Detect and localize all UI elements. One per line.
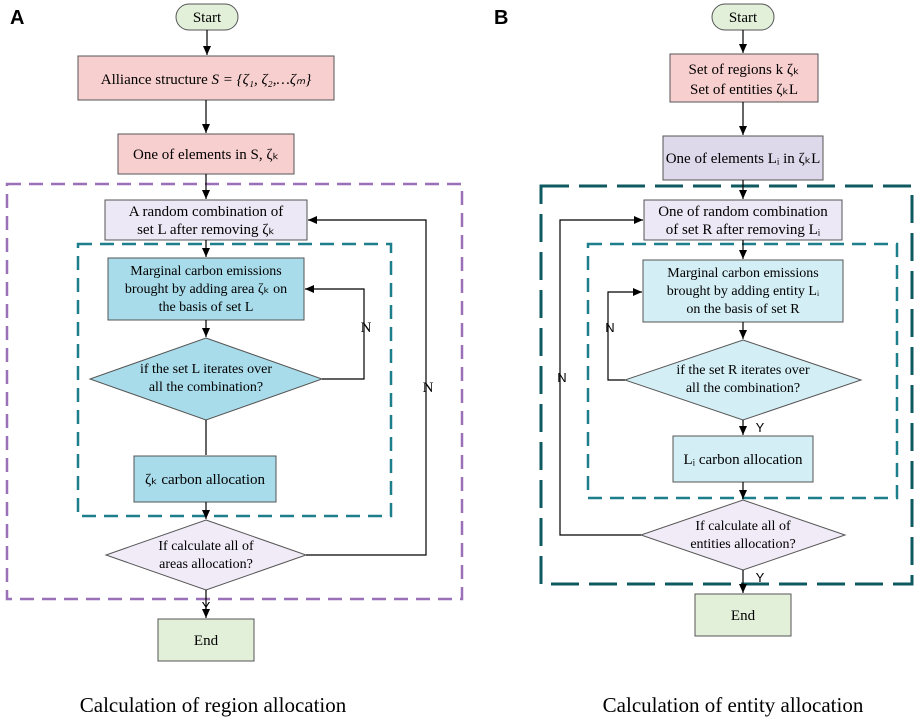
panel-b-outer-loop-frame (539, 184, 914, 586)
panel-b-end-node (694, 593, 792, 637)
panel-b-calc-line2: entities allocation? (690, 537, 795, 552)
panel-a-edge-outer-loop (306, 216, 427, 556)
panel-b-allocation-label: Lᵢ carbon allocation (683, 452, 803, 468)
panel-a-random-line1: A random combination of (129, 204, 284, 220)
panel-a-outer-loop-frame (5, 182, 464, 601)
panel-a-marginal-line1: Marginal carbon emissions (130, 264, 281, 279)
panel-a-marginal-line3: the basis of set L (159, 300, 254, 315)
panel-b-one-element-node (662, 135, 824, 181)
panel-b-y2-label: Y (756, 570, 765, 585)
panel-a-letter: A (10, 7, 24, 29)
panel-b-edge-outer-loop (559, 216, 643, 536)
panel-a-allocation-node (133, 455, 277, 503)
panel-b-entities-label: Set of entities ζₖL (690, 82, 798, 98)
panel-a-iterate-line2: all the combination? (149, 380, 263, 395)
panel-b-one-element-label: One of elements Lᵢ in ζₖL (666, 151, 821, 167)
panel-b-iterate-decision (623, 339, 863, 421)
panel-a-caption: Calculation of region allocation (80, 693, 347, 717)
panel-a-calc-line2: areas allocation? (159, 557, 253, 572)
panel-a-allocation-label: ζₖ carbon allocation (145, 472, 266, 488)
panel-a-alliance-node (77, 55, 335, 101)
panel-a-start-label: Start (193, 10, 222, 26)
panel-a-edge-inner-loop (305, 285, 365, 380)
panel-b-inner-n-label: N (605, 320, 614, 335)
panel-a-iterate-line1: if the set L iterates over (140, 362, 272, 377)
panel-a-one-element-label: One of elements in S, ζₖ (133, 147, 279, 163)
panel-b-end-label: End (731, 608, 756, 624)
panel-a-outer-n-label: N (423, 380, 434, 396)
panel-b-calc-line1: If calculate all of (695, 519, 791, 534)
panel-a-calc-line1: If calculate all of (158, 539, 254, 554)
panel-a-inner-loop-frame (76, 242, 393, 518)
panel-b-allocation-node (672, 435, 814, 483)
panel-b-edge-inner-loop (607, 288, 642, 381)
panel-a-alliance-label: Alliance structure S = {ζ₁, ζ₂,…ζₘ} (101, 72, 312, 88)
panel-a-iterate-decision (88, 337, 324, 421)
panel-b-marginal-node (642, 259, 844, 323)
panel-a-one-element-node (117, 133, 295, 175)
panel-b-marginal-line2: brought by adding entity Lᵢ (667, 284, 820, 299)
panel-b-regions-label: Set of regions k ζₖ (689, 62, 800, 78)
panel-a-end-label: End (194, 633, 219, 649)
panel-b-marginal-line3: on the basis of set R (686, 302, 800, 317)
panel-b-letter: B (494, 7, 508, 29)
panel-b-marginal-line1: Marginal carbon emissions (667, 266, 818, 281)
panel-a-marginal-line2: brought by adding area ζₖ on (125, 282, 287, 297)
panel-b-sets-node (669, 53, 819, 103)
panel-b-random-line1: One of random combination (658, 204, 828, 220)
panel-b-start-label: Start (729, 10, 758, 26)
panel-b-iterate-line1: if the set R iterates over (676, 363, 810, 378)
panel-a-end-node (157, 618, 255, 662)
panel-a-y-label: Y (202, 599, 211, 614)
panel-b-y1-label: Y (756, 420, 765, 435)
panel-b-random-line2: of set R after removing Lᵢ (666, 222, 821, 238)
panel-b-calc-decision (639, 499, 847, 571)
panel-b-iterate-line2: all the combination? (686, 381, 800, 396)
panel-a-random-line2: set L after removing ζₖ (137, 222, 275, 238)
panel-b-random-combination-node (643, 199, 843, 241)
panel-b-caption: Calculation of entity allocation (603, 693, 864, 717)
panel-a-inner-n-label: N (361, 320, 372, 336)
panel-b-outer-n-label: N (557, 370, 566, 385)
panel-a-calc-decision (104, 519, 308, 591)
